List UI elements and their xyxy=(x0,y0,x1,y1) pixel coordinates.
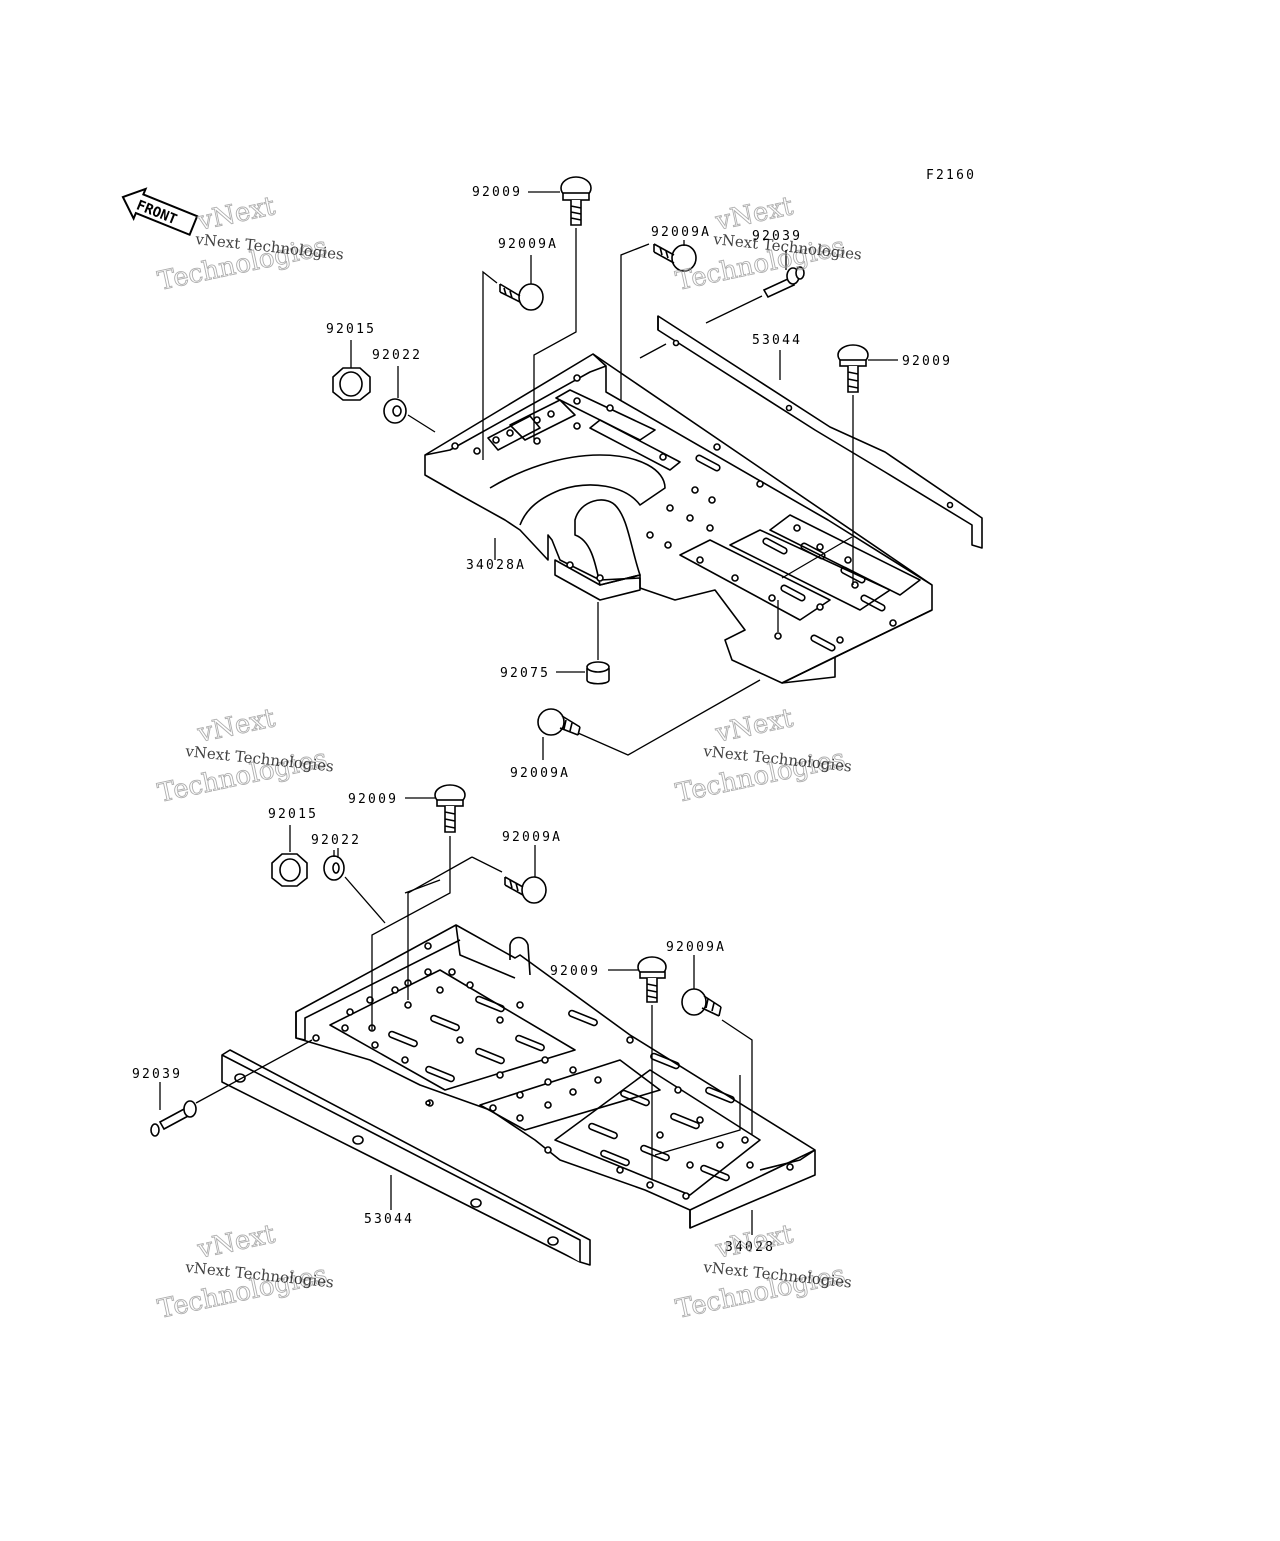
callout-92015: 92015 xyxy=(326,322,376,337)
svg-text:vNext: vNext xyxy=(712,1219,796,1265)
upper-hardware xyxy=(332,176,869,736)
watermark: vNext Technologies vNext Technologies xyxy=(155,191,345,298)
flange-bolt-icon xyxy=(499,283,544,311)
nut-icon xyxy=(271,853,308,887)
watermark: vNext Technologies vNext Technologies xyxy=(155,1219,335,1326)
pin-icon xyxy=(762,266,805,299)
callout-92009a: 92009A xyxy=(666,940,726,955)
bolt-icon xyxy=(637,956,667,1003)
washer-icon xyxy=(323,855,345,881)
lower-leader-lines xyxy=(159,797,753,1235)
bolt-icon xyxy=(434,784,466,833)
upper-bar-53044 xyxy=(657,315,983,549)
lower-carrier-34028 xyxy=(295,924,816,1229)
flange-bolt-icon xyxy=(504,876,547,904)
callout-labels: 92009 92009A 92009A 92039 53044 92009 92… xyxy=(132,185,952,1255)
watermark: vNext Technologies vNext Technologies xyxy=(673,1219,853,1326)
pin-icon xyxy=(150,1100,197,1137)
upper-carrier-34028a xyxy=(424,353,933,684)
callout-92009: 92009 xyxy=(472,185,522,200)
bolt-icon xyxy=(837,344,869,393)
callout-34028a: 34028A xyxy=(466,558,526,573)
lower-hardware xyxy=(150,784,722,1137)
bolt-icon xyxy=(560,176,592,226)
callout-92009a: 92009A xyxy=(651,225,711,240)
figure-code: F2160 xyxy=(926,168,976,183)
lower-bar-53044 xyxy=(221,1049,591,1266)
callout-92039: 92039 xyxy=(752,229,802,244)
watermark: vNext Technologies vNext Technologies xyxy=(155,703,335,810)
svg-text:vNext: vNext xyxy=(194,1219,278,1265)
upper-leader-lines xyxy=(350,191,898,760)
callout-92015: 92015 xyxy=(268,807,318,822)
flange-bolt-icon xyxy=(537,708,581,736)
callout-92009: 92009 xyxy=(902,354,952,369)
callout-92075: 92075 xyxy=(500,666,550,681)
callout-92039: 92039 xyxy=(132,1067,182,1082)
flange-bolt-icon xyxy=(681,988,722,1017)
callout-92009a: 92009A xyxy=(510,766,570,781)
callout-92009: 92009 xyxy=(550,964,600,979)
collar-icon xyxy=(586,661,610,685)
svg-text:vNext: vNext xyxy=(194,703,278,749)
front-arrow-icon: FRONT xyxy=(121,187,199,237)
callout-92022: 92022 xyxy=(372,348,422,363)
callout-92009a: 92009A xyxy=(498,237,558,252)
callout-92022: 92022 xyxy=(311,833,361,848)
watermark: vNext Technologies vNext Technologies xyxy=(673,191,863,298)
svg-text:vNext: vNext xyxy=(194,191,278,237)
washer-icon xyxy=(383,398,407,424)
flange-bolt-icon xyxy=(653,243,697,272)
callout-53044: 53044 xyxy=(364,1212,414,1227)
callout-53044: 53044 xyxy=(752,333,802,348)
nut-icon xyxy=(332,367,371,401)
callout-92009a: 92009A xyxy=(502,830,562,845)
watermark: vNext Technologies vNext Technologies xyxy=(673,703,853,810)
svg-text:vNext: vNext xyxy=(712,703,796,749)
callout-92009: 92009 xyxy=(348,792,398,807)
callout-34028: 34028 xyxy=(725,1240,775,1255)
